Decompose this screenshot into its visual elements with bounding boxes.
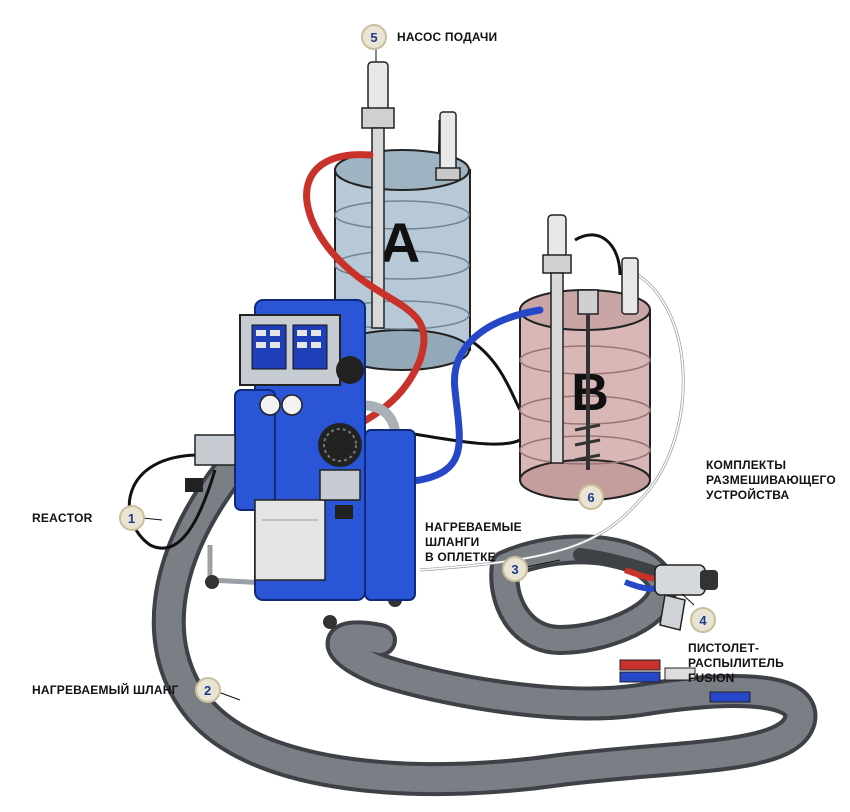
drum-a-letter: A — [380, 211, 420, 274]
callout-3-line-3: В ОПЛЕТКЕ — [425, 550, 496, 564]
callout-3-badge: 3 — [502, 556, 528, 582]
callout-5-label: НАСОС ПОДАЧИ — [397, 29, 498, 44]
callout-reactor: REACTOR 1 — [32, 505, 145, 531]
callout-6-line-1: КОМПЛЕКТЫ — [706, 458, 787, 472]
callout-4-line-1: ПИСТОЛЕТ-РАСПЫЛИТЕЛЬ — [688, 641, 784, 670]
callout-6-line-2: РАЗМЕШИВАЮЩЕГО — [706, 473, 836, 487]
callout-2-badge: 2 — [194, 677, 221, 703]
callout-2-label: НАГРЕВАЕМЫЙ ШЛАНГ — [32, 682, 179, 697]
drum-b: B — [519, 289, 651, 501]
callout-1-label: REACTOR — [32, 510, 93, 525]
callout-4-badge: 4 — [690, 607, 716, 633]
callout-6-line-3: УСТРОЙСТВА — [706, 488, 790, 502]
callout-6-badge: 6 — [578, 484, 604, 510]
callout-braided-hoses-label: НАГРЕВАЕМЫЕ ШЛАНГИ В ОПЛЕТКЕ — [425, 520, 522, 565]
callout-1-badge: 1 — [118, 505, 145, 531]
callout-4-line-2: FUSION — [688, 671, 735, 685]
reactor-unit — [185, 299, 416, 629]
feed-pump-b — [542, 214, 639, 464]
feed-pump-a — [361, 61, 461, 329]
callout-feed-pump: 5 НАСОС ПОДАЧИ — [361, 24, 497, 50]
braided-heated-hose — [151, 453, 818, 797]
callout-3-line-2: ШЛАНГИ — [425, 535, 480, 549]
callout-braided-hoses: 3 — [502, 556, 528, 582]
hose-couplings — [619, 659, 751, 703]
callout-heated-hose: НАГРЕВАЕМЫЙ ШЛАНГ 2 — [32, 677, 221, 703]
callout-spray-gun-label: ПИСТОЛЕТ-РАСПЫЛИТЕЛЬ FUSION — [688, 641, 850, 686]
callout-5-badge: 5 — [361, 24, 387, 50]
fusion-spray-gun — [623, 564, 718, 631]
callout-agitator-label: КОМПЛЕКТЫ РАЗМЕШИВАЮЩЕГО УСТРОЙСТВА — [706, 458, 836, 503]
agitator-kit — [574, 289, 601, 470]
callout-agitator: 6 — [578, 484, 604, 510]
callout-3-line-1: НАГРЕВАЕМЫЕ — [425, 520, 522, 534]
callout-spray-gun: 4 — [690, 607, 716, 633]
